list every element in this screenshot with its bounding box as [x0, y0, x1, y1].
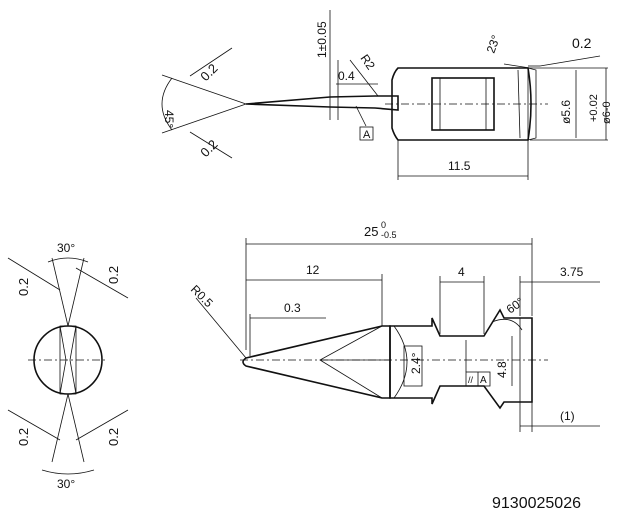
end-chamfer-br-label: 0.2	[106, 428, 121, 446]
diameter-label: ø5.6	[559, 100, 573, 124]
angle-24-label: 2.4°	[409, 352, 423, 374]
side-blade-outline	[242, 325, 391, 399]
diameter-tol-lower-label: ø6-0	[601, 101, 613, 124]
length-4-label: 4	[458, 265, 465, 279]
datum-a-box	[359, 126, 374, 141]
chamfer-04-label: 0.4	[338, 69, 355, 83]
angle-23-label: 23°	[484, 33, 503, 55]
ref-1-label: (1)	[560, 409, 575, 423]
radius-r05-label: R0.5	[188, 282, 216, 310]
dim-03-label: 0.3	[284, 301, 301, 315]
chamfer-right-label: 0.2	[572, 35, 592, 51]
end-chamfer-bl-label: 0.2	[16, 428, 31, 446]
length-375-label: 3.75	[560, 265, 584, 279]
flatness-datum-label: A	[480, 375, 487, 386]
length-115-label: 11.5	[448, 159, 471, 173]
tip-chamfer-lower-label: 0.2	[197, 137, 220, 160]
end-view: 30° 0.2 0.2 30° 0.2 0.2	[7, 241, 129, 491]
datum-a-label: A	[363, 129, 371, 141]
dim-48-label: 4.8	[495, 361, 509, 378]
length-12-label: 12	[306, 263, 320, 277]
drawing-number: 9130025026	[492, 495, 581, 512]
top-blade-outline	[245, 95, 399, 111]
diameter-tol-upper-label: +0.02	[588, 94, 600, 122]
overall-tol-lower-label: -0.5	[381, 230, 397, 240]
tip-angle-label: 45°	[162, 110, 176, 128]
top-body-outline	[391, 67, 532, 141]
tip-chamfer-upper-label: 0.2	[197, 61, 220, 84]
flatness-symbol-label: //	[468, 375, 474, 385]
end-angle-bottom-label: 30°	[57, 477, 75, 491]
overall-tol-upper-label: 0	[381, 220, 386, 230]
thickness-dim-label: 1±0.05	[315, 21, 329, 58]
end-angle-top-label: 30°	[57, 241, 75, 255]
end-chamfer-tr-label: 0.2	[106, 266, 121, 284]
end-chamfer-tl-label: 0.2	[16, 278, 31, 296]
top-view: 45° 0.2 0.2 1±0.05 R2 0.4 A 23° 0.2 ø5.6…	[161, 10, 613, 180]
overall-length-label: 25	[364, 224, 378, 239]
radius-r2-label: R2	[358, 52, 378, 73]
side-view: 25 0 -0.5 12 4 3.75 R0.5 0.3 60° 2.4° //	[188, 220, 600, 432]
angle-60-label: 60°	[504, 294, 527, 316]
